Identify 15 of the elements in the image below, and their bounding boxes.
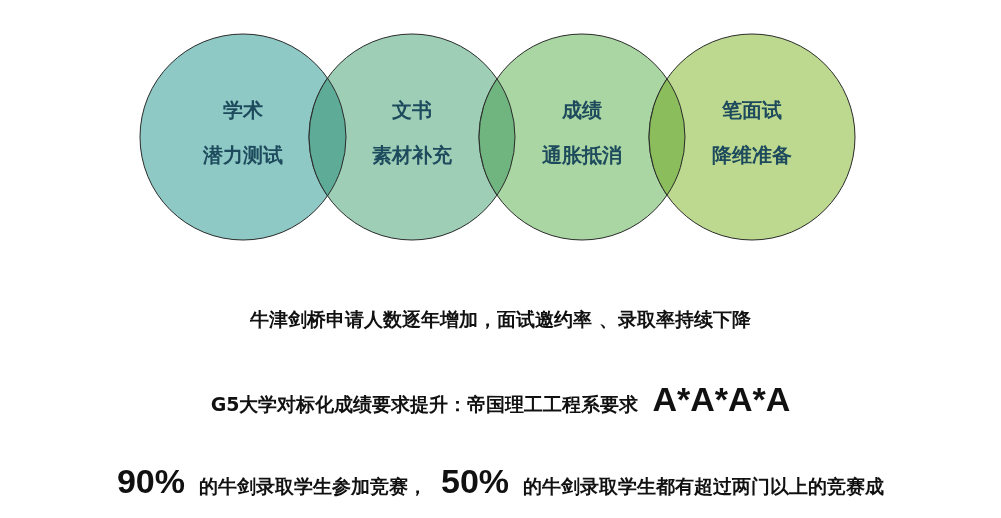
circle-label: 学术 [222,97,264,124]
highlight-figure: 50% [441,462,510,501]
circle-label: 潜力测试 [202,142,284,169]
circle-label: 通胀抵消 [541,142,623,169]
note-text: 的牛剑录取学生参加竞赛， [199,474,427,499]
highlight-figure: 90% [116,462,185,501]
circle-label: 笔面试 [721,97,783,124]
note-text: G5大学对标化成绩要求提升：帝国理工工程系要求 [210,392,639,417]
note-text: 牛津剑桥申请人数逐年增加，面试邀约率 、录取率持续下降 [250,307,751,332]
circle-label: 降维准备 [711,142,793,169]
circle-label: 文书 [391,97,433,124]
circle-label: 成绩 [561,97,603,124]
note-text: 的牛剑录取学生都有超过两门以上的竞赛成 [523,474,885,499]
circle-label: 素材补充 [371,142,453,169]
highlight-figure: A*A*A*A [652,380,791,419]
